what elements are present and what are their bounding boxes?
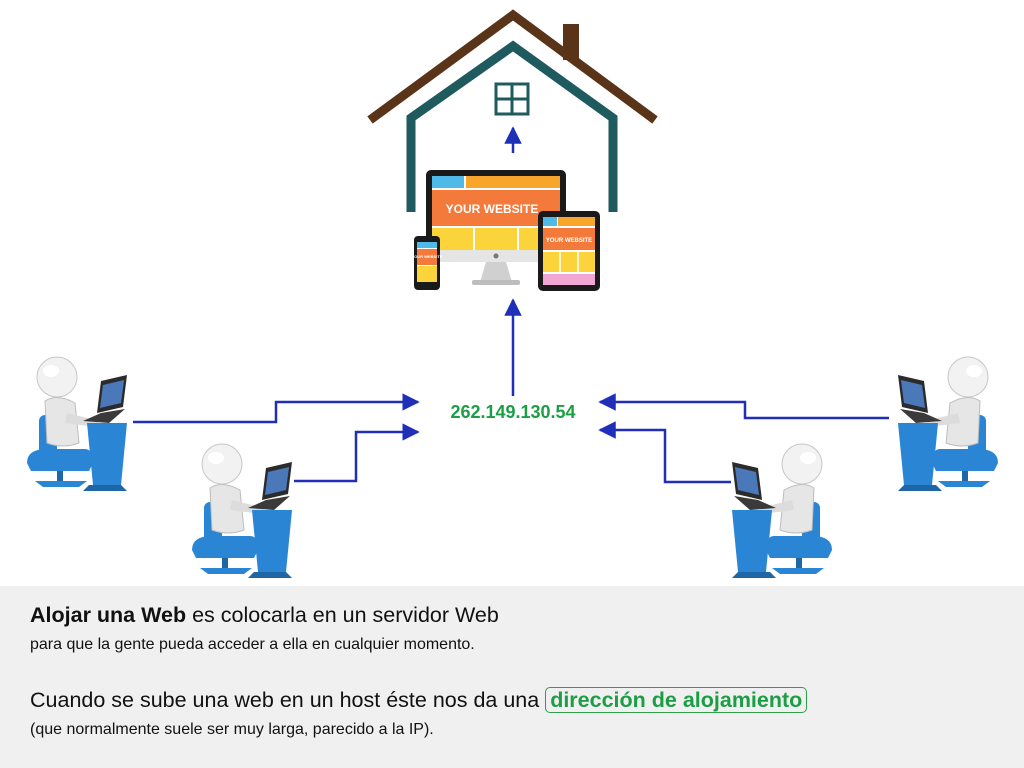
- caption-panel: Alojar una Web es colocarla en un servid…: [0, 586, 1024, 768]
- phone-website-text: YOUR WEBSITE: [412, 254, 443, 259]
- caption-line-2: para que la gente pueda acceder a ella e…: [30, 636, 475, 653]
- caption-line-3-text: Cuando se sube una web en un host éste n…: [30, 688, 546, 712]
- tablet-icon: YOUR WEBSITE: [538, 211, 600, 291]
- user-at-laptop-icon: [26, 356, 128, 492]
- caption-line-3: Cuando se sube una web en un host éste n…: [30, 687, 808, 713]
- ip-address-label: 262.149.130.54: [450, 402, 576, 422]
- tablet-website-text: YOUR WEBSITE: [546, 238, 592, 244]
- house-icon: [367, 9, 658, 212]
- monitor-icon: YOUR WEBSITE: [426, 170, 566, 285]
- phone-icon: YOUR WEBSITE: [412, 236, 443, 290]
- arrow-user2-to-ip: [294, 423, 420, 483]
- caption-line-1: Alojar una Web es colocarla en un servid…: [30, 603, 499, 628]
- monitor-website-text: YOUR WEBSITE: [446, 202, 539, 216]
- user-at-laptop-icon: [897, 356, 999, 492]
- window-icon: [494, 82, 530, 116]
- caption-line-4: (que normalmente suele ser muy larga, pa…: [30, 721, 434, 738]
- arrow-user4-to-ip: [598, 421, 731, 484]
- arrow-user3-to-ip: [598, 393, 889, 420]
- hosting-address-highlight: dirección de alojamiento: [545, 687, 808, 713]
- user-at-laptop-icon: [731, 443, 833, 579]
- caption-line-1-rest: es colocarla en un servidor Web: [186, 603, 499, 627]
- arrow-user1-to-ip: [133, 393, 420, 424]
- user-at-laptop-icon: [191, 443, 293, 579]
- hosting-diagram: YOUR WEBSITE YOUR WEBSITE YOUR WEBSITE: [26, 9, 999, 579]
- caption-bold-term: Alojar una Web: [30, 603, 187, 627]
